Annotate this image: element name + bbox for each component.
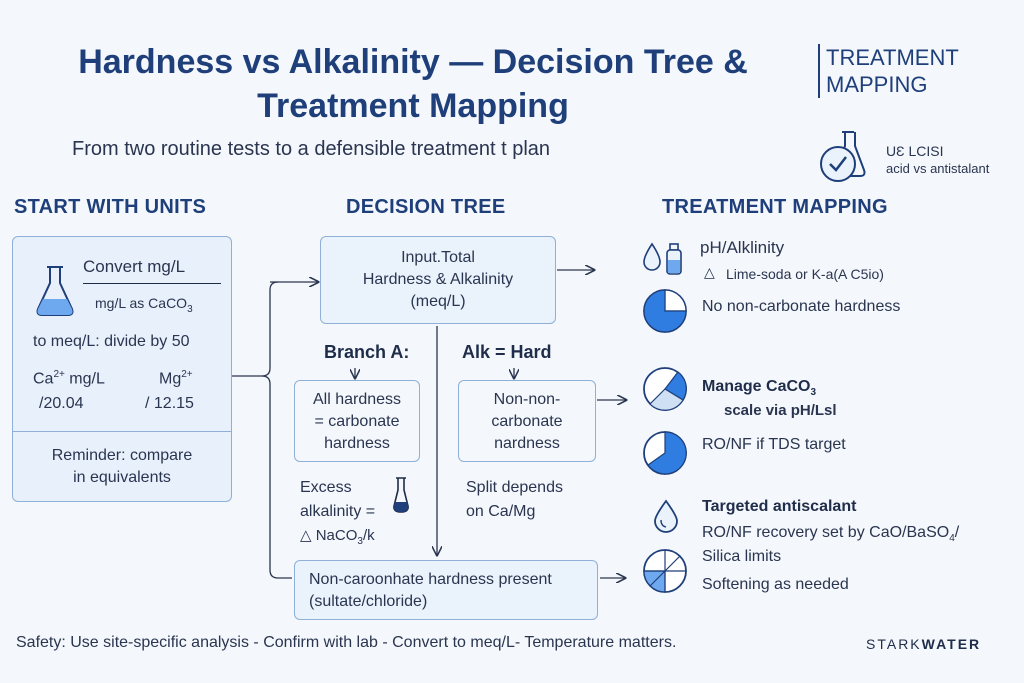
excess-line-1: Excess bbox=[300, 479, 352, 496]
ro-nf-tds-label: RO/NF if TDS target bbox=[702, 436, 846, 453]
excess-line-2: alkalinity = bbox=[300, 503, 376, 520]
excess-formula: NaCO bbox=[315, 527, 358, 544]
mgl-as-text: mg/L as CaCO bbox=[95, 295, 188, 311]
non-carbonate-present-box: Non-caroonhate hardness present (sultate… bbox=[294, 560, 598, 620]
brand-part-a: STARK bbox=[866, 636, 922, 652]
crosshair-pie-icon bbox=[643, 549, 687, 593]
page-subtitle: From two routine tests to a defensible t… bbox=[72, 138, 551, 160]
convert-label: Convert mg/L bbox=[83, 257, 186, 276]
convert-divider bbox=[83, 283, 221, 284]
no-noncarbonate-label: No non-carbonate hardness bbox=[702, 298, 901, 315]
droplet-icon bbox=[654, 499, 678, 533]
alk-hard-label: Alk = Hard bbox=[462, 342, 552, 362]
side-note-line-2: acid vs antistalant bbox=[886, 161, 990, 176]
side-note-line-1: UƐ LCISI bbox=[886, 143, 944, 159]
ca-unit: mg/L bbox=[64, 370, 105, 388]
silica-limits-label: Silica limits bbox=[702, 548, 782, 565]
excess-sub: 3 bbox=[357, 536, 363, 547]
brand-logo: STARKWATER bbox=[866, 636, 981, 652]
treatment-heading: TREATMENT MAPPING bbox=[662, 196, 888, 218]
input-line-1: Input.Total bbox=[401, 249, 475, 266]
mgl-as-sub: 3 bbox=[187, 303, 193, 315]
manage-text: Manage CaCO bbox=[702, 378, 811, 395]
all-hardness-line-1: All hardness bbox=[312, 391, 402, 408]
brand-part-b: WATER bbox=[921, 636, 982, 652]
mg-divisor: / 12.15 bbox=[145, 395, 194, 412]
side-note: UƐ LCISI acid vs antistalant bbox=[886, 142, 989, 178]
input-line-2: Hardness & Alkalinity bbox=[362, 271, 514, 288]
tree-heading: DECISION TREE bbox=[346, 196, 506, 218]
branch-a-label: Branch A: bbox=[324, 342, 410, 362]
page-title: Hardness vs Alkalinity — Decision Tree &… bbox=[18, 40, 808, 128]
ph-alkalinity-label: pH/Alklinity bbox=[700, 238, 785, 257]
title-line-2: Treatment Mapping bbox=[257, 87, 569, 125]
targeted-antiscalant-label: Targeted antiscalant bbox=[702, 498, 857, 515]
beaker-small-icon: △ bbox=[704, 264, 715, 280]
manage-sub: 3 bbox=[810, 387, 817, 399]
pie-icon-1 bbox=[643, 289, 687, 333]
ca-charge: 2+ bbox=[53, 369, 65, 380]
noncarb-line-1: Non-caroonhate hardness present bbox=[309, 571, 552, 588]
safety-note: Safety: Use site-specific analysis - Con… bbox=[16, 634, 677, 651]
non-carbonate-line-1: Non-non- bbox=[493, 391, 561, 408]
mg-label: Mg2+ bbox=[159, 369, 193, 388]
non-carbonate-line-3: nardness bbox=[494, 435, 560, 452]
split-line-1: Split depends bbox=[466, 479, 563, 496]
treatment-mapping-badge: TREATMENT MAPPING bbox=[818, 44, 959, 98]
reminder-line-2: in equivalents bbox=[73, 469, 171, 486]
ro-recovery-tail: / bbox=[954, 524, 960, 541]
ro-recovery-text: RO/NF recovery set by CaO/BaSO bbox=[702, 524, 950, 541]
units-card: Convert mg/L mg/L as CaCO3 to meq/L: div… bbox=[12, 236, 232, 502]
manage-caco3-label: Manage CaCO3 bbox=[702, 378, 816, 398]
input-box: Input.Total Hardness & Alkalinity (meq/L… bbox=[320, 236, 556, 324]
reminder-text: Reminder: compare in equivalents bbox=[13, 445, 231, 489]
flask-check-icon bbox=[820, 131, 866, 182]
excess-line-3: △ NaCO3/k bbox=[300, 527, 375, 547]
excess-tail: /k bbox=[362, 527, 375, 544]
lime-soda-label: Lime-soda or K-a(A C5io) bbox=[726, 266, 884, 282]
badge-line-1: TREATMENT bbox=[826, 45, 959, 70]
to-meq-label: to meq/L: divide by 50 bbox=[33, 333, 190, 350]
test-tube-icon bbox=[393, 477, 409, 513]
all-hardness-box: All hardness = carbonate hardness bbox=[294, 380, 420, 462]
split-line-2: on Ca/Mg bbox=[466, 503, 536, 520]
noncarb-line-2: (sultate/chloride) bbox=[309, 593, 428, 610]
reminder-line-1: Reminder: compare bbox=[51, 447, 193, 464]
badge-line-2: MAPPING bbox=[826, 72, 928, 97]
input-line-3: (meq/L) bbox=[410, 293, 466, 310]
pie-icon-2 bbox=[643, 367, 687, 411]
mg-text: Mg bbox=[159, 370, 182, 388]
pie-icon-3 bbox=[643, 431, 687, 475]
title-line-1: Hardness vs Alkalinity — Decision Tree & bbox=[78, 43, 748, 81]
beaker-icon bbox=[36, 266, 74, 316]
non-carbonate-line-2: carbonate bbox=[491, 413, 563, 430]
softening-label: Softening as needed bbox=[702, 576, 849, 593]
ca-label: Ca2+ mg/L bbox=[33, 369, 105, 388]
units-heading: START WITH UNITS bbox=[14, 196, 207, 218]
ro-recovery-label: RO/NF recovery set by CaO/BaSO4/ bbox=[702, 524, 959, 544]
scale-ph-label: scale via pH/Lsl bbox=[724, 402, 837, 419]
mgl-as-label: mg/L as CaCO3 bbox=[95, 295, 193, 315]
ca-divisor: /20.04 bbox=[39, 395, 84, 412]
ca-text: Ca bbox=[33, 370, 54, 388]
droplet-bottle-icon bbox=[643, 242, 682, 275]
ro-recovery-sub: 4 bbox=[949, 533, 955, 545]
all-hardness-line-2: = carbonate bbox=[314, 413, 400, 430]
split-note: Split depends on Ca/Mg bbox=[466, 476, 563, 524]
non-carbonate-box: Non-non- carbonate nardness bbox=[458, 380, 596, 462]
reminder-divider bbox=[13, 431, 231, 432]
all-hardness-line-3: hardness bbox=[324, 435, 390, 452]
mg-charge: 2+ bbox=[181, 369, 193, 380]
excess-alkalinity-note: Excess alkalinity = △ NaCO3/k bbox=[300, 476, 375, 554]
